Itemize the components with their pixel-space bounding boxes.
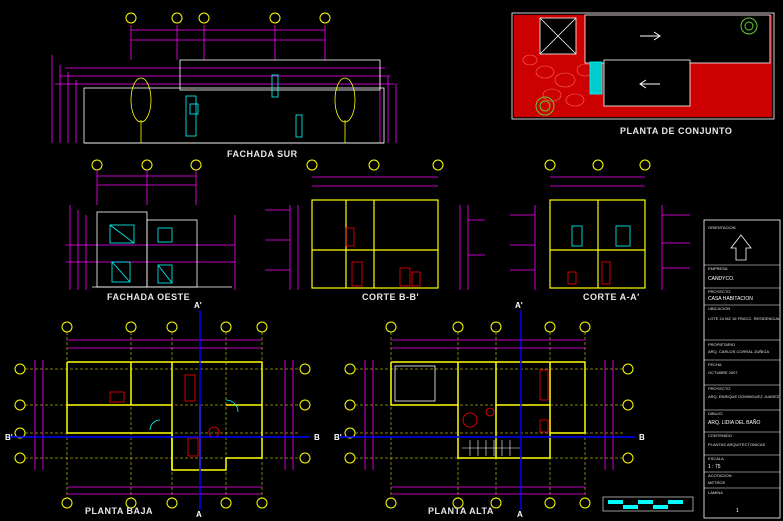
corte-bb-furniture [345,227,421,287]
tb-drawn: ARQ. LIDIA DEL BAÑO [708,419,760,426]
corte-bb-axis-bubbles [306,159,444,171]
site-stones [522,54,594,107]
site-arrows [639,31,661,89]
planta-baja-section-b-prime: B' [5,433,13,442]
planta-alta-walls [390,361,586,459]
tb-location-label: UBICACION [708,306,730,311]
title-block: ORIENTACION EMPRESA CANDYCO. PROYECTO CA… [703,219,781,519]
fachada-sur-dimensions [51,25,397,143]
fachada-oeste-dimensions [66,170,236,290]
tb-project: CASA HABITACION [708,296,753,302]
tb-units-label: ACOTACION [708,473,732,478]
planta-alta-section-b: B [639,433,645,442]
tb-project-label: PROYECTO [708,289,730,294]
site-boundary [511,12,775,120]
corte-bb-title: CORTE B-B' [362,292,419,302]
fachada-sur-axis-bubbles [125,12,331,24]
planta-baja-section-a-prime: A' [194,301,202,310]
planta-baja-furniture [109,374,220,457]
tb-designer-label: PROYECTO [708,386,730,391]
planta-alta-dimensions [364,339,614,495]
planta-baja-view: A' A B' B PLANTA BAJA [5,301,320,519]
tb-location: LOTE 24 MZ 16 FRACC. RESIDENCIAL [708,316,781,321]
corte-bb-dimensions [265,176,485,290]
graphic-scale-bar [602,496,694,512]
corte-bb-view: CORTE B-B' [265,159,485,302]
north-arrow-icon [730,234,752,261]
fachada-oeste-windows [109,224,173,284]
planta-alta-stair [462,440,520,456]
fachada-oeste-outline [92,211,232,288]
planta-alta-section-a: A [517,510,523,519]
tb-units: METROS [708,480,725,485]
site-house [539,14,771,107]
corte-aa-windows [571,225,631,247]
planta-conjunto-title: PLANTA DE CONJUNTO [620,126,732,136]
tb-scale-label: ESCALA [708,456,724,461]
planta-conjunto-view: PLANTA DE CONJUNTO [511,12,775,136]
corte-aa-furniture [567,261,611,285]
tb-date-label: FECHA [708,362,722,367]
tb-company-label: EMPRESA [708,266,728,271]
tb-drawn-label: DIBUJO [708,411,723,416]
site-shrubs [535,17,758,116]
tb-owner: ARQ. CARLOS CORRAL ZUÑIGA [708,349,770,354]
planta-alta-section-a-prime: A' [515,301,523,310]
planta-baja-section-b: B [314,433,320,442]
planta-alta-section-lines [340,310,635,510]
corte-aa-axis-bubbles [544,159,651,171]
fachada-sur-trees [130,77,356,143]
planta-alta-title: PLANTA ALTA [428,506,494,516]
fachada-oeste-title: FACHADA OESTE [107,292,190,302]
tb-content-label: CONTENIDO [708,433,732,438]
corte-aa-title: CORTE A-A' [583,292,640,302]
corte-aa-walls [549,199,646,289]
tb-content: PLANTAS ARQUITECTONICAS [708,442,766,447]
tb-sheet-number: 1 [736,508,739,514]
planta-alta-view: A' A B' B PLANTA ALTA [334,301,645,519]
planta-baja-title: PLANTA BAJA [85,506,153,516]
planta-alta-furniture [462,369,549,433]
planta-baja-dimensions [34,339,294,495]
tb-orientation-label: ORIENTACION [708,225,736,230]
fachada-sur-windows [185,74,303,138]
fachada-sur-view: FACHADA SUR [51,12,397,159]
planta-alta-section-b-prime: B' [334,433,342,442]
corte-aa-view: CORTE A-A' [510,159,690,302]
planta-baja-section-lines [10,310,310,510]
planta-baja-section-a: A [196,510,202,519]
planta-alta-void [394,365,436,402]
fachada-sur-outline [83,59,385,144]
tb-company: CANDYCO. [708,276,734,282]
fachada-sur-title: FACHADA SUR [227,149,298,159]
tb-date: OCTUBRE 2007 [708,370,738,375]
corte-aa-dimensions [510,176,690,290]
planta-baja-doors [149,399,239,431]
tb-designer: ARQ. ENRIQUE DOMINGUEZ JUAREZ [708,394,780,399]
tb-scale: 1 : 75 [708,464,721,470]
tb-sheet-label: LAMINA [708,490,723,495]
fachada-oeste-view: FACHADA OESTE [66,159,236,302]
tb-owner-label: PROPIETARIO [708,342,735,347]
